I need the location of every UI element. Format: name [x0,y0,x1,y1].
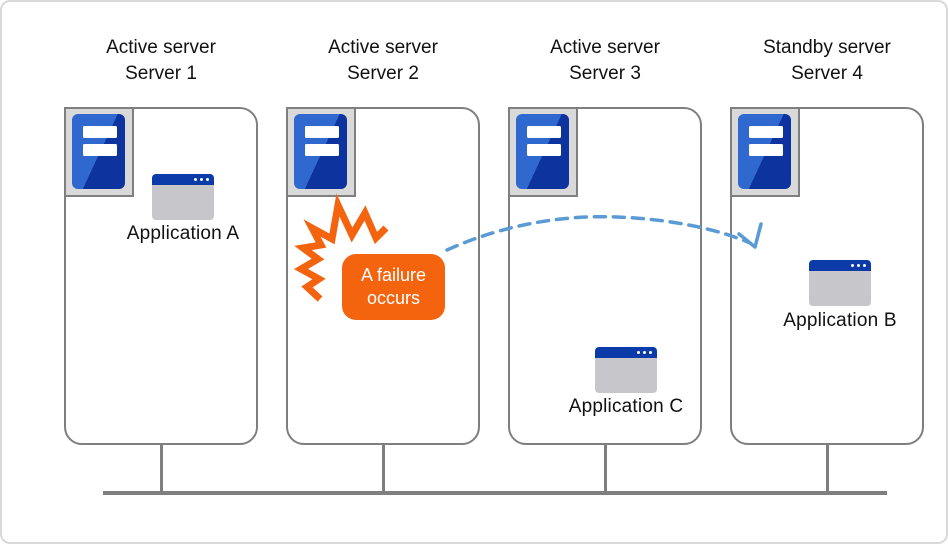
server2-title: Active server Server 2 [286,35,480,87]
server-tower-icon [294,114,347,189]
server3-name: Server 3 [569,63,641,84]
application-c-window-icon [595,347,657,393]
server1-name: Server 1 [125,63,197,84]
server3-title: Active server Server 3 [508,35,702,87]
server1-icon-box [64,107,134,197]
server4-title: Standby server Server 4 [730,35,924,87]
server4-icon-box [730,107,800,197]
server-tower-icon [72,114,125,189]
server2-role: Active server [328,37,438,58]
application-a-label: Application A [126,223,240,244]
server3-role: Active server [550,37,660,58]
server2-name: Server 2 [347,63,419,84]
server-tower-icon [738,114,791,189]
application-a-window-icon [152,174,214,220]
server3-icon-box [508,107,578,197]
server4-name: Server 4 [791,63,863,84]
server2-icon-box [286,107,356,197]
application-b-window-icon [809,260,871,306]
server1-title: Active server Server 1 [64,35,258,87]
server4-role: Standby server [763,37,891,58]
failure-callout: A failure occurs [342,254,445,320]
application-b-label: Application B [783,310,897,331]
server1-role: Active server [106,37,216,58]
application-c-label: Application C [568,396,684,417]
server-tower-icon [516,114,569,189]
